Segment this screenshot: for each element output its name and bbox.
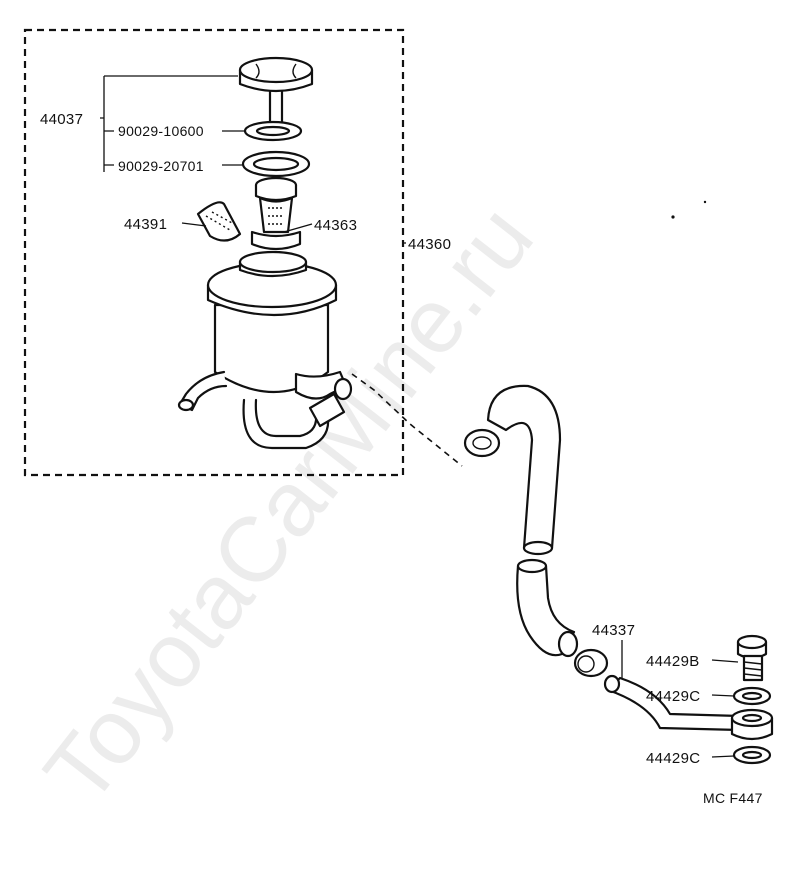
gasket-44429c-lower[interactable] bbox=[732, 745, 772, 765]
connection-line bbox=[351, 373, 463, 467]
label-44391: 44391 bbox=[124, 216, 167, 233]
label-44429b: 44429B bbox=[646, 653, 700, 670]
label-44337: 44337 bbox=[592, 622, 635, 639]
label-90029-10600: 90029-10600 bbox=[118, 123, 204, 139]
gasket-90029-20701[interactable] bbox=[241, 150, 311, 178]
speck-dot bbox=[703, 200, 707, 204]
leader-lines bbox=[100, 75, 739, 758]
reservoir-assembly-frame bbox=[23, 28, 405, 477]
hose-clamp-lower[interactable] bbox=[573, 648, 609, 678]
strainer-band[interactable] bbox=[196, 201, 242, 242]
figure-code: MC F447 bbox=[703, 790, 763, 806]
label-44429c-lower: 44429C bbox=[646, 750, 700, 767]
label-44037: 44037 bbox=[40, 111, 83, 128]
reservoir-hose[interactable] bbox=[486, 384, 562, 556]
gasket-44429c-upper[interactable] bbox=[732, 686, 772, 706]
label-44429c-upper: 44429C bbox=[646, 688, 700, 705]
label-90029-20701: 90029-20701 bbox=[118, 158, 204, 174]
return-hose-lower[interactable] bbox=[516, 558, 579, 658]
label-44360: 44360 bbox=[408, 236, 451, 253]
speck-dot bbox=[671, 215, 675, 219]
hose-clamp-upper[interactable] bbox=[463, 428, 501, 458]
gasket-90029-10600[interactable] bbox=[243, 120, 303, 142]
label-44363: 44363 bbox=[314, 217, 357, 234]
eye-fitting[interactable] bbox=[730, 708, 774, 741]
union-bolt[interactable] bbox=[736, 634, 768, 682]
reservoir-tank[interactable] bbox=[177, 250, 353, 450]
reservoir-cap[interactable] bbox=[238, 56, 314, 132]
strainer[interactable] bbox=[250, 176, 302, 251]
